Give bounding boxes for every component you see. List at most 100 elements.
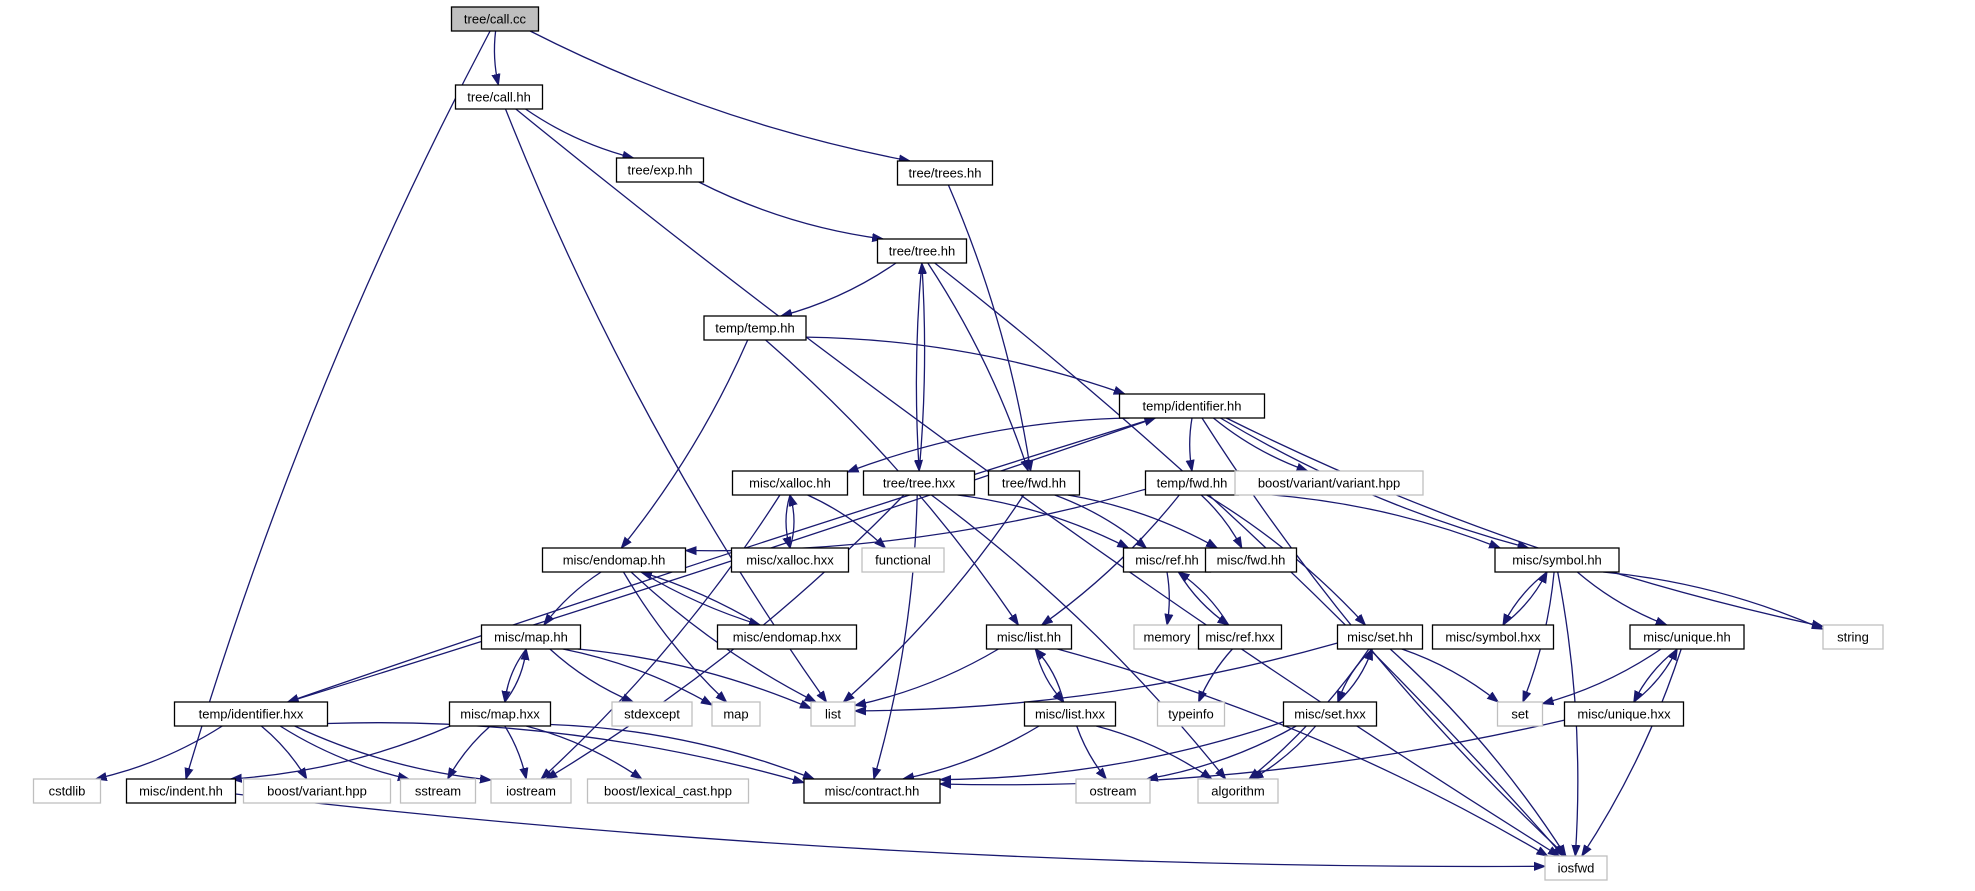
node-label-exp_hh: tree/exp.hh — [627, 163, 692, 178]
edge-map_hxx-to-indent_hh — [231, 725, 451, 779]
edges-layer — [96, 30, 1823, 866]
node-exp_hh[interactable]: tree/exp.hh — [615, 157, 705, 183]
node-label-unique_hxx: misc/unique.hxx — [1577, 707, 1671, 722]
node-label-memory: memory — [1144, 630, 1191, 645]
node-temp_fwd[interactable]: temp/fwd.hh — [1144, 470, 1240, 496]
node-label-set_hh: misc/set.hh — [1347, 630, 1413, 645]
node-box-list_hh — [985, 624, 1073, 650]
node-box-map_hh — [480, 624, 582, 650]
node-label-iostream: iostream — [506, 784, 556, 799]
node-ref_hh[interactable]: misc/ref.hh — [1122, 547, 1212, 573]
node-call_hh[interactable]: tree/call.hh — [454, 84, 544, 110]
edge-map_hxx-to-lexical_cast — [526, 725, 642, 779]
edge-list_hxx-to-algorithm — [1096, 725, 1212, 779]
edge-unique_hh-to-set — [1543, 648, 1662, 704]
node-box-xalloc_hh — [731, 470, 849, 496]
edge-call_hh-to-list — [504, 108, 827, 702]
edge-tree_hh-to-temp_hh — [781, 262, 897, 316]
node-map: map — [711, 701, 761, 727]
edge-call_cc-to-trees_hh — [529, 30, 910, 161]
edge-ref_hh-to-memory — [1167, 571, 1169, 625]
edge-set_hxx-to-ostream — [1147, 725, 1297, 779]
node-box-cstdlib — [32, 778, 102, 804]
node-list_hh[interactable]: misc/list.hh — [985, 624, 1073, 650]
edge-xalloc_hh-to-iostream — [541, 494, 781, 779]
node-label-lexical_cast: boost/lexical_cast.hpp — [604, 784, 732, 799]
node-indent_hh[interactable]: misc/indent.hh — [125, 778, 237, 804]
node-box-tree_hh — [876, 238, 968, 264]
node-misc_fwd[interactable]: misc/fwd.hh — [1204, 547, 1298, 573]
node-call_cc[interactable]: tree/call.cc — [450, 6, 540, 32]
node-ident_hxx[interactable]: temp/identifier.hxx — [173, 701, 329, 727]
node-box-set_hh — [1336, 624, 1424, 650]
node-lexical_cast: boost/lexical_cast.hpp — [586, 778, 750, 804]
edge-ref_hh-to-ref_hxx — [1177, 571, 1228, 625]
node-xalloc_hxx[interactable]: misc/xalloc.hxx — [730, 547, 850, 573]
node-label-map_hxx: misc/map.hxx — [460, 707, 540, 722]
edge-trees_hh-to-tree_fwd — [947, 184, 1030, 471]
edge-list_hxx-to-ostream — [1076, 725, 1107, 779]
edge-endomap_hh-to-map — [622, 571, 727, 702]
edge-tree_fwd-to-list — [843, 494, 1025, 702]
edge-ident_hxx-to-cstdlib — [96, 725, 223, 779]
node-box-temp_fwd — [1144, 470, 1240, 496]
edge-ident_hxx-to-ident_hh — [287, 418, 1156, 703]
node-xalloc_hh[interactable]: misc/xalloc.hh — [731, 470, 849, 496]
node-box-map — [711, 701, 761, 727]
edge-unique_hh-to-iosfwd — [1582, 648, 1682, 856]
edge-ident_hh-to-ident_hxx — [288, 417, 1156, 702]
node-label-indent_hh: misc/indent.hh — [139, 784, 223, 799]
nodes-layer: tree/call.cc tree/call.hh tree/exp.hh tree/… — [32, 6, 1884, 881]
edge-map_hxx-to-map_hh — [504, 649, 526, 703]
node-box-variant_hpp — [1234, 470, 1424, 496]
node-label-tree_hxx: tree/tree.hxx — [883, 476, 956, 491]
node-boost_variant: boost/variant.hpp — [242, 778, 392, 804]
node-endomap_hh[interactable]: misc/endomap.hh — [541, 547, 687, 573]
edge-set_hh-to-set_hxx — [1338, 648, 1373, 702]
node-memory: memory — [1133, 624, 1201, 650]
node-box-symbol_hxx — [1431, 624, 1555, 650]
node-unique_hh[interactable]: misc/unique.hh — [1629, 624, 1745, 650]
node-label-list_hxx: misc/list.hxx — [1035, 707, 1106, 722]
node-label-ref_hh: misc/ref.hh — [1135, 553, 1199, 568]
node-label-temp_hh: temp/temp.hh — [715, 321, 795, 336]
node-label-ident_hh: temp/identifier.hh — [1142, 399, 1241, 414]
node-box-lexical_cast — [586, 778, 750, 804]
node-ident_hh[interactable]: temp/identifier.hh — [1118, 393, 1266, 419]
node-label-functional: functional — [875, 553, 931, 568]
node-label-tree_fwd: tree/fwd.hh — [1002, 476, 1066, 491]
node-set_hh[interactable]: misc/set.hh — [1336, 624, 1424, 650]
node-ref_hxx[interactable]: misc/ref.hxx — [1197, 624, 1283, 650]
edge-ident_hxx-to-contract_hh — [327, 722, 805, 783]
node-label-iosfwd: iosfwd — [1558, 861, 1595, 876]
node-label-call_hh: tree/call.hh — [467, 90, 531, 105]
node-tree_fwd[interactable]: tree/fwd.hh — [987, 470, 1081, 496]
node-map_hxx[interactable]: misc/map.hxx — [448, 701, 552, 727]
edge-temp_fwd-to-misc_fwd — [1200, 494, 1242, 548]
node-box-exp_hh — [615, 157, 705, 183]
node-set_hxx[interactable]: misc/set.hxx — [1282, 701, 1378, 727]
edge-map_hxx-to-sstream — [448, 725, 491, 779]
edge-endomap_hh-to-endomap_hxx — [640, 571, 760, 625]
node-sstream: sstream — [399, 778, 477, 804]
node-list_hxx[interactable]: misc/list.hxx — [1023, 701, 1117, 727]
node-tree_hxx[interactable]: tree/tree.hxx — [862, 470, 976, 496]
node-temp_hh[interactable]: temp/temp.hh — [703, 315, 807, 341]
node-tree_hh[interactable]: tree/tree.hh — [876, 238, 968, 264]
edge-symbol_hh-to-string — [1603, 571, 1823, 630]
node-symbol_hh[interactable]: misc/symbol.hh — [1494, 547, 1620, 573]
node-endomap_hxx[interactable]: misc/endomap.hxx — [716, 624, 858, 650]
node-unique_hxx[interactable]: misc/unique.hxx — [1563, 701, 1685, 727]
node-label-symbol_hh: misc/symbol.hh — [1512, 553, 1602, 568]
node-box-map_hxx — [448, 701, 552, 727]
node-box-typeinfo — [1156, 701, 1226, 727]
node-contract_hh[interactable]: misc/contract.hh — [803, 778, 941, 804]
node-label-xalloc_hh: misc/xalloc.hh — [749, 476, 831, 491]
edge-ident_hh-to-xalloc_hh — [848, 417, 1130, 473]
node-trees_hh[interactable]: tree/trees.hh — [896, 160, 994, 186]
node-symbol_hxx[interactable]: misc/symbol.hxx — [1431, 624, 1555, 650]
node-box-ostream — [1075, 778, 1151, 804]
edge-list_hh-to-iosfwd — [1057, 648, 1547, 856]
node-map_hh[interactable]: misc/map.hh — [480, 624, 582, 650]
node-box-unique_hxx — [1563, 701, 1685, 727]
